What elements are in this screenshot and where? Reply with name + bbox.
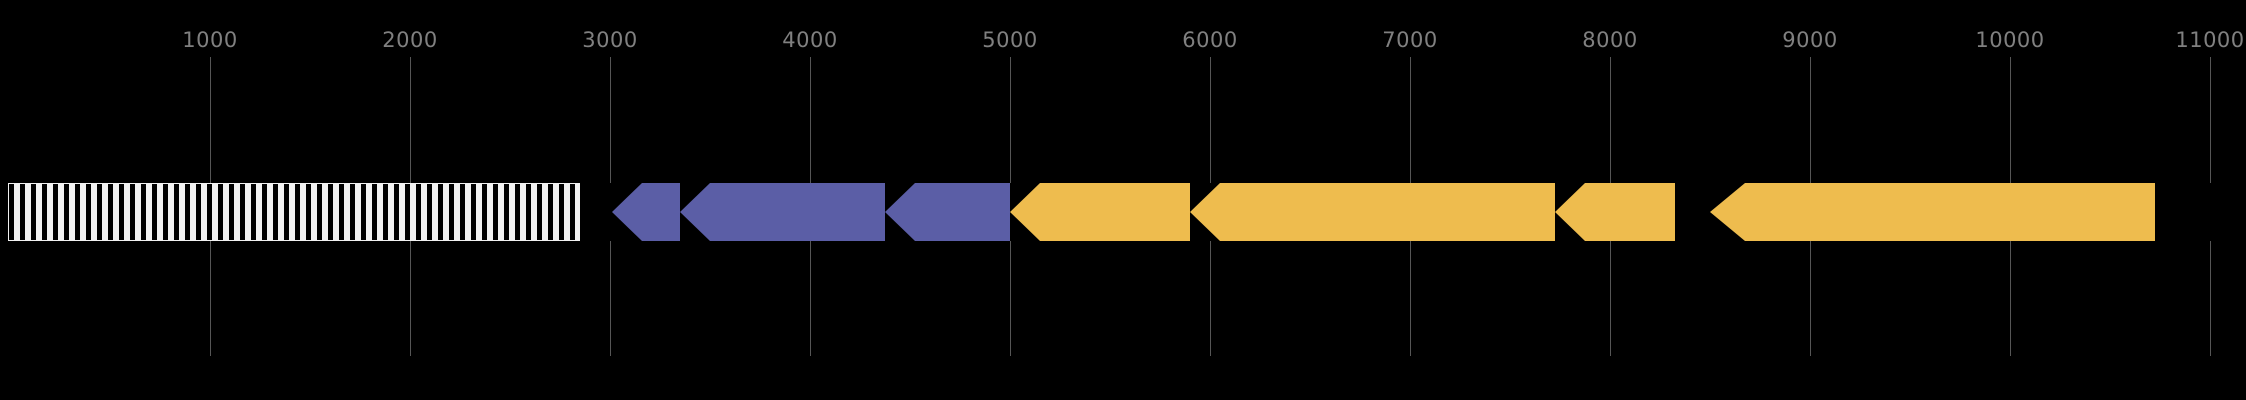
axis-gridline bbox=[210, 241, 211, 356]
axis-gridline bbox=[2010, 57, 2011, 183]
axis-tick-label: 4000 bbox=[782, 28, 838, 52]
axis-tick-label: 8000 bbox=[1582, 28, 1638, 52]
axis-gridline bbox=[810, 57, 811, 183]
genome-feature[interactable] bbox=[885, 183, 1010, 241]
genome-feature[interactable] bbox=[1190, 183, 1555, 241]
axis-gridline bbox=[410, 241, 411, 356]
axis-gridline bbox=[1010, 241, 1011, 356]
axis-tick-label: 9000 bbox=[1782, 28, 1838, 52]
axis-tick-label: 11000 bbox=[2175, 28, 2245, 52]
axis-tick-label: 10000 bbox=[1975, 28, 2045, 52]
axis-gridline bbox=[1610, 57, 1611, 183]
genome-feature[interactable] bbox=[8, 183, 580, 241]
axis-gridline bbox=[2210, 241, 2211, 356]
genome-feature[interactable] bbox=[680, 183, 885, 241]
genome-feature[interactable] bbox=[612, 183, 680, 241]
axis-gridline bbox=[410, 57, 411, 183]
axis-gridline bbox=[210, 57, 211, 183]
axis-tick-label: 2000 bbox=[382, 28, 438, 52]
axis-gridline bbox=[810, 241, 811, 356]
axis-gridline bbox=[1410, 57, 1411, 183]
axis-gridline bbox=[610, 57, 611, 183]
axis-gridline bbox=[1810, 241, 1811, 356]
axis-tick-label: 3000 bbox=[582, 28, 638, 52]
axis-tick-label: 6000 bbox=[1182, 28, 1238, 52]
axis-gridline bbox=[2210, 57, 2211, 183]
axis-gridline bbox=[1410, 241, 1411, 356]
axis-gridline bbox=[1210, 57, 1211, 183]
feature-track bbox=[0, 183, 2246, 241]
axis-gridline bbox=[2010, 241, 2011, 356]
axis-gridline bbox=[1810, 57, 1811, 183]
axis-tick-label: 5000 bbox=[982, 28, 1038, 52]
genome-feature[interactable] bbox=[1710, 183, 2155, 241]
axis-gridline bbox=[1610, 241, 1611, 356]
genome-feature[interactable] bbox=[1010, 183, 1190, 241]
axis-tick-label: 7000 bbox=[1382, 28, 1438, 52]
axis-gridline bbox=[610, 241, 611, 356]
axis-gridline bbox=[1210, 241, 1211, 356]
genome-feature[interactable] bbox=[1555, 183, 1675, 241]
axis-gridline bbox=[1010, 57, 1011, 183]
axis-tick-label: 1000 bbox=[182, 28, 238, 52]
